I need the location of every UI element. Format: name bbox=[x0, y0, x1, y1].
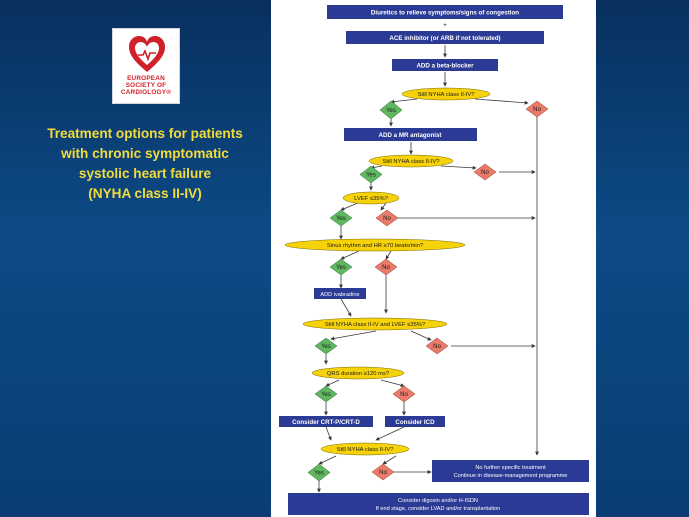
no-label-4: No bbox=[382, 265, 390, 271]
yes-labels: Yes Yes Yes Yes Yes Yes Yes bbox=[314, 108, 396, 477]
node-ace-inhibitor: ACE inhibitor (or ARB if not tolerated) bbox=[346, 31, 544, 44]
sinus-label: Sinus rhythm and HR ≥70 beats/min? bbox=[327, 243, 424, 249]
decision-qrs: QRS duration ≥120 ms? bbox=[311, 366, 405, 380]
no-labels: No No No No No No No bbox=[379, 107, 541, 476]
decision-still-nyha-lvef: Still NYHA class II-IV and LVEF ≤35%? bbox=[302, 317, 448, 331]
title-line-2: with chronic symptomatic bbox=[61, 146, 229, 161]
yes-label-7: Yes bbox=[314, 471, 324, 477]
no-label-5: No bbox=[433, 344, 441, 350]
mra-label: ADD a MR antagonist bbox=[379, 132, 442, 139]
ace-label: ACE inhibitor (or ARB if not tolerated) bbox=[389, 35, 500, 42]
logo-line-1: EUROPEAN bbox=[127, 75, 165, 82]
digoxin-line-2: If end stage, consider LVAD and/or trans… bbox=[376, 506, 501, 512]
yes-diamonds bbox=[307, 100, 403, 482]
no-diamonds bbox=[371, 100, 549, 481]
beta-label: ADD a beta-blocker bbox=[416, 63, 474, 70]
node-no-further-treatment: No further specific treatment Continue i… bbox=[432, 460, 589, 482]
still-nyha-1-label: Still NYHA class II-IV? bbox=[417, 92, 475, 98]
title-line-3: systolic heart failure bbox=[78, 166, 212, 181]
node-beta-blocker: ADD a beta-blocker bbox=[392, 59, 498, 71]
yes-label-4: Yes bbox=[336, 265, 346, 271]
esc-logo: EUROPEAN SOCIETY OF CARDIOLOGY® bbox=[112, 28, 180, 104]
ivabradine-label: ADD ivabradine bbox=[320, 292, 359, 298]
still-nyha-3-label: Still NYHA class II-IV? bbox=[336, 447, 394, 453]
diuretics-label: Diuretics to relieve symptoms/signs of c… bbox=[371, 10, 519, 17]
logo-line-2: SOCIETY OF bbox=[125, 82, 167, 90]
flow-connectors bbox=[317, 45, 539, 493]
yes-label-1: Yes bbox=[386, 108, 396, 114]
yes-label-6: Yes bbox=[321, 392, 331, 398]
decision-sinus-rhythm: Sinus rhythm and HR ≥70 beats/min? bbox=[284, 238, 466, 252]
crt-label: Consider CRT-P/CRT-D bbox=[292, 419, 360, 426]
icd-label: Consider ICD bbox=[395, 419, 435, 426]
no-further-line-1: No further specific treatment bbox=[475, 465, 546, 471]
lvef-label: LVEF ≤35%? bbox=[354, 196, 388, 202]
slide-title: Treatment options for patients with chro… bbox=[18, 124, 272, 204]
title-line-4: (NYHA class II-IV) bbox=[88, 186, 202, 201]
treatment-flowchart: Diuretics to relieve symptoms/signs of c… bbox=[279, 5, 589, 515]
no-label-1: No bbox=[533, 107, 541, 113]
node-ivabradine: ADD ivabradine bbox=[314, 288, 366, 299]
qrs-label: QRS duration ≥120 ms? bbox=[327, 371, 390, 377]
node-icd: Consider ICD bbox=[385, 416, 445, 427]
no-label-6: No bbox=[400, 392, 408, 398]
decision-still-nyha-1: Still NYHA class II-IV? bbox=[401, 87, 491, 101]
node-diuretics: Diuretics to relieve symptoms/signs of c… bbox=[327, 5, 563, 19]
digoxin-line-1: Consider digoxin and/or H-ISDN bbox=[398, 498, 478, 504]
node-mra: ADD a MR antagonist bbox=[344, 128, 477, 141]
no-label-3: No bbox=[383, 216, 391, 222]
logo-line-3: CARDIOLOGY® bbox=[120, 89, 172, 97]
decision-still-nyha-3: Still NYHA class II-IV? bbox=[320, 442, 410, 456]
still-nyha-lvef-label: Still NYHA class II-IV and LVEF ≤35%? bbox=[325, 322, 426, 328]
still-nyha-2-label: Still NYHA class II-IV? bbox=[382, 159, 440, 165]
decision-lvef: LVEF ≤35%? bbox=[342, 191, 400, 205]
no-label-2: No bbox=[481, 170, 489, 176]
no-label-7: No bbox=[379, 470, 387, 476]
node-consider-digoxin: Consider digoxin and/or H-ISDN If end st… bbox=[288, 493, 589, 515]
plus-sign: + bbox=[443, 23, 447, 29]
no-further-line-2: Continue in disease-management programme bbox=[454, 473, 568, 479]
yes-label-3: Yes bbox=[336, 216, 346, 222]
yes-label-5: Yes bbox=[321, 344, 331, 350]
node-crt: Consider CRT-P/CRT-D bbox=[279, 416, 373, 427]
flowchart-panel: Diuretics to relieve symptoms/signs of c… bbox=[271, 0, 596, 517]
title-line-1: Treatment options for patients bbox=[47, 126, 243, 141]
decision-still-nyha-2: Still NYHA class II-IV? bbox=[368, 154, 454, 168]
heart-logo-icon bbox=[129, 36, 165, 72]
yes-label-2: Yes bbox=[366, 173, 376, 179]
